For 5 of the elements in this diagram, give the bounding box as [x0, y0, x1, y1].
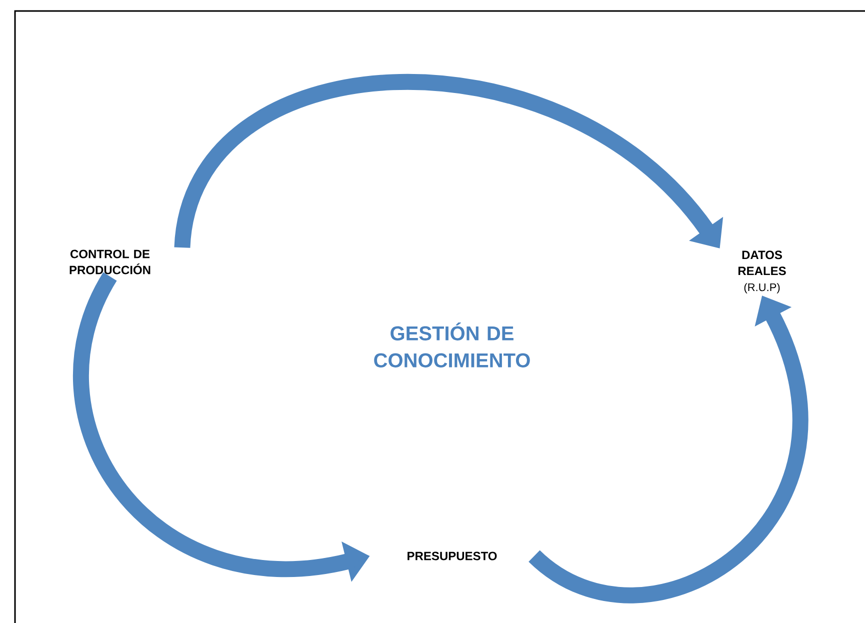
process-label: PRESUPUESTO	[408, 552, 497, 560]
curved-arrow	[174, 74, 724, 250]
process-label: CONTROL DE PRODUCCIÓN	[70, 250, 150, 274]
process-label: DATOS REALES (R.U.P)	[738, 250, 786, 294]
center-title: GESTIÓN DE CONOCIMIENTO	[374, 322, 530, 368]
